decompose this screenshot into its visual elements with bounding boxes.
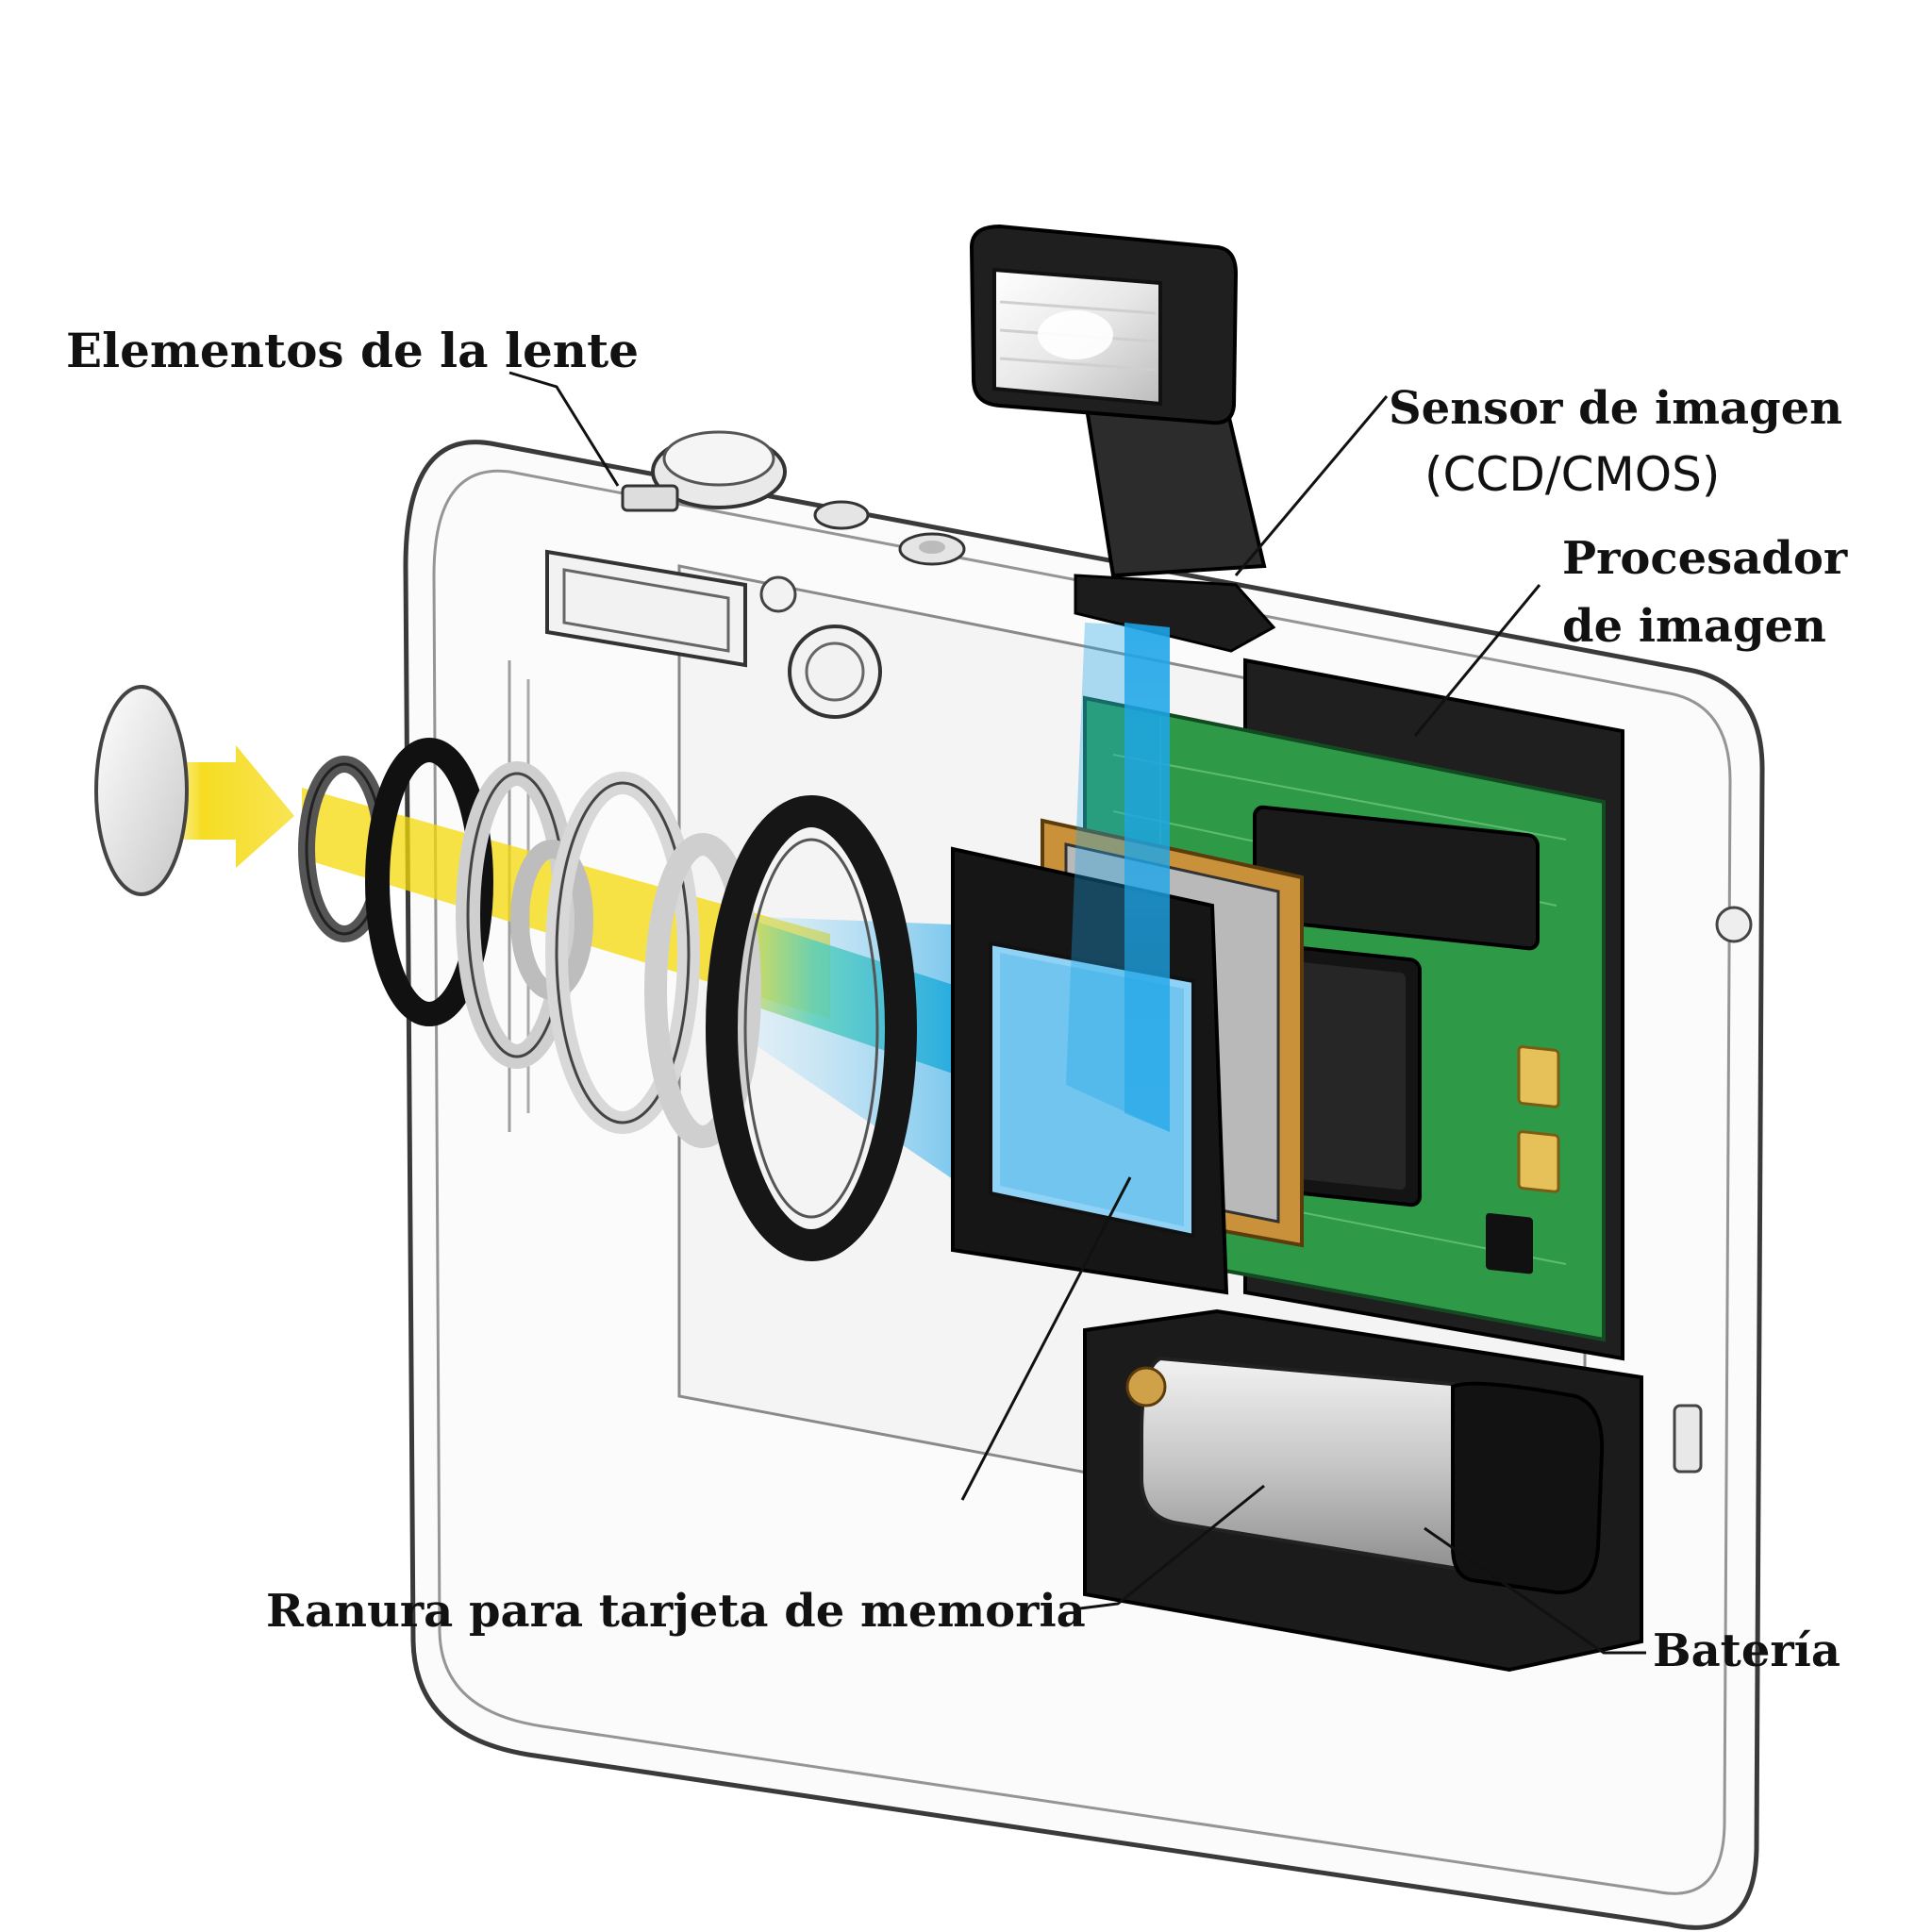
flash-mount bbox=[1074, 574, 1276, 653]
leader-memory-card bbox=[960, 1176, 1132, 1501]
viewfinder-window bbox=[545, 549, 747, 668]
battery-cap bbox=[1451, 1381, 1605, 1595]
top-button-small bbox=[813, 500, 870, 530]
leader-memory-card-bottom bbox=[1079, 1484, 1265, 1610]
shutter-button-top bbox=[662, 430, 775, 487]
leader-lines bbox=[508, 371, 1646, 1655]
leader-image-sensor bbox=[1234, 395, 1389, 576]
mode-dial bbox=[621, 484, 679, 512]
label-image-sensor-title: Sensor de imagen bbox=[1389, 382, 1843, 435]
camera-body-inner-edge bbox=[432, 469, 1732, 1895]
image-sensor bbox=[951, 623, 1304, 1295]
lens-front-glass bbox=[94, 685, 189, 896]
side-port bbox=[1673, 1404, 1703, 1474]
lens-ring-6 bbox=[644, 833, 761, 1148]
af-assist-lamp bbox=[759, 575, 797, 613]
lens-mount-ring bbox=[706, 795, 917, 1261]
label-image-sensor-type: (CCD/CMOS) bbox=[1424, 447, 1721, 502]
sensor-vertical-beam bbox=[1124, 623, 1170, 1132]
battery-contact bbox=[1125, 1366, 1167, 1407]
label-memory-card-slot: Ranura para tarjeta de memoria bbox=[266, 1585, 1086, 1638]
lens-elements bbox=[94, 685, 917, 1261]
label-image-processor-line2: de imagen bbox=[1562, 600, 1826, 653]
label-image-processor-line1: Procesador bbox=[1562, 532, 1848, 585]
chip-small bbox=[1486, 1212, 1533, 1274]
flash-unit bbox=[969, 224, 1276, 653]
leader-battery bbox=[1424, 1526, 1646, 1655]
label-image-sensor: Sensor de imagen (CCD/CMOS) bbox=[1389, 375, 1842, 508]
sensor-beam-wedge bbox=[1066, 623, 1170, 1132]
label-lens-elements: Elementos de la lente bbox=[66, 323, 640, 378]
chip-gold-1 bbox=[1517, 1045, 1560, 1108]
top-module bbox=[1253, 805, 1540, 951]
chip-gold-2 bbox=[1517, 1130, 1560, 1193]
leader-lens-elements bbox=[508, 371, 620, 487]
flash-neck bbox=[1082, 393, 1267, 578]
label-battery: Batería bbox=[1653, 1624, 1841, 1677]
strap-lug bbox=[1715, 906, 1753, 943]
label-image-processor: Procesador de imagen bbox=[1562, 525, 1847, 660]
front-sensor-window bbox=[788, 625, 882, 719]
leader-image-processor bbox=[1413, 584, 1541, 737]
battery bbox=[1083, 1308, 1643, 1673]
